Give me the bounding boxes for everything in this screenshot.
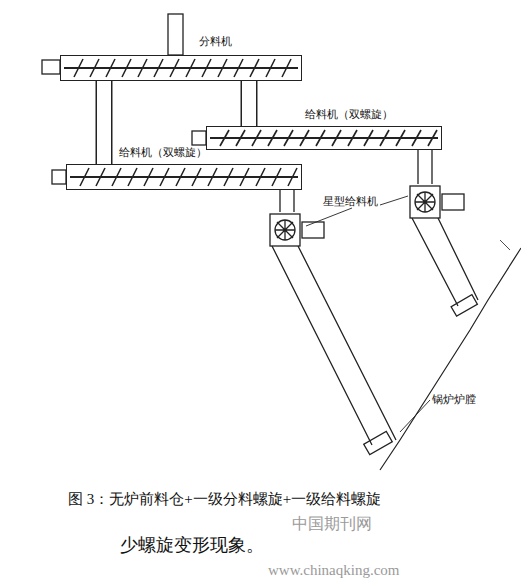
screw-shaft — [210, 137, 438, 139]
screw-conveyor: 给料机（双螺旋） — [206, 126, 442, 150]
screw-flight — [224, 168, 233, 186]
screw-flight — [412, 130, 421, 146]
outlet-chute — [418, 150, 432, 184]
screw-flight — [236, 130, 245, 146]
screw-flight — [272, 168, 281, 186]
nozzle — [364, 431, 393, 454]
inlet-pipe — [168, 14, 183, 55]
screw-flight — [332, 130, 341, 146]
screw-shaft — [64, 67, 298, 69]
screw-flight — [268, 130, 277, 146]
screw-flight — [250, 59, 259, 77]
boiler-wall — [380, 248, 521, 470]
screw-flight — [80, 168, 89, 186]
screw-flight — [144, 168, 153, 186]
star-feeder — [410, 186, 440, 218]
screw-flight — [266, 59, 275, 77]
screw-flight — [208, 168, 217, 186]
screw-flight — [316, 130, 325, 146]
motor — [52, 170, 66, 184]
screw-flight — [396, 130, 405, 146]
screw-flight — [106, 59, 115, 77]
screw-flight — [252, 130, 261, 146]
screw-flight — [122, 59, 131, 77]
screw-flight — [256, 168, 265, 186]
screw-flight — [186, 59, 195, 77]
screw-flight — [138, 59, 147, 77]
watermark: www.chinaqking.com — [268, 562, 400, 579]
leader-line — [400, 400, 430, 432]
screw-flight — [240, 168, 249, 186]
screw-flight — [128, 168, 137, 186]
body-text: 少螺旋变形现象。 — [120, 533, 264, 557]
motor — [442, 194, 464, 210]
motor — [302, 222, 324, 238]
star-blades — [275, 220, 295, 240]
conveyor-label: 给料机（双螺旋） — [305, 107, 393, 122]
chute-inner — [97, 81, 111, 164]
screw-flight — [176, 168, 185, 186]
screw-flight — [364, 130, 373, 146]
inclined-pipe — [412, 218, 478, 306]
screw-flight — [300, 130, 309, 146]
screw-flight — [288, 168, 297, 186]
chute-wall — [96, 81, 113, 164]
star-wheel — [275, 220, 295, 240]
star-wheel — [415, 192, 435, 212]
screw-conveyor: 给料机（双螺旋） — [66, 164, 302, 190]
caption: 图 3：无炉前料仓+一级分料螺旋+一级给料螺旋 — [68, 490, 381, 509]
chute-connector — [104, 81, 105, 164]
screw-flight — [218, 59, 227, 77]
screw-flight — [160, 168, 169, 186]
nozzle — [451, 295, 477, 317]
screw-flight — [220, 130, 229, 146]
screw-flight — [234, 59, 243, 77]
screw-flight — [380, 130, 389, 146]
watermark: 中国期刊网 — [292, 514, 372, 535]
screw-flight — [202, 59, 211, 77]
conveyor-label: 给料机（双螺旋） — [119, 145, 207, 160]
screw-flight — [112, 168, 121, 186]
screw-flight — [154, 59, 163, 77]
screw-flights — [206, 126, 442, 150]
screw-shaft — [70, 176, 298, 178]
chute-wall — [241, 81, 258, 126]
outlet-chute — [280, 190, 294, 212]
screw-flight — [192, 168, 201, 186]
conveyor-label: 分料机 — [199, 34, 232, 49]
boiler-label: 锅炉炉膛 — [432, 392, 476, 407]
inclined-pipe — [272, 246, 396, 445]
chute-connector — [249, 81, 250, 126]
screw-flight — [282, 59, 291, 77]
screw-flight — [284, 130, 293, 146]
screw-flights — [66, 164, 302, 190]
screw-flight — [74, 59, 83, 77]
motor — [192, 131, 206, 145]
wall-detail — [500, 240, 510, 250]
screw-flight — [90, 59, 99, 77]
screw-flight — [170, 59, 179, 77]
chute-inner — [242, 81, 256, 126]
screw-flight — [428, 130, 437, 146]
screw-conveyor: 分料机 — [60, 55, 302, 81]
star-blades — [415, 192, 435, 212]
star-feeder — [270, 214, 300, 246]
motor — [42, 60, 60, 74]
feeder-label: 星型给料机 — [323, 194, 378, 209]
screw-flight — [96, 168, 105, 186]
screw-flight — [348, 130, 357, 146]
screw-flights — [60, 55, 302, 81]
